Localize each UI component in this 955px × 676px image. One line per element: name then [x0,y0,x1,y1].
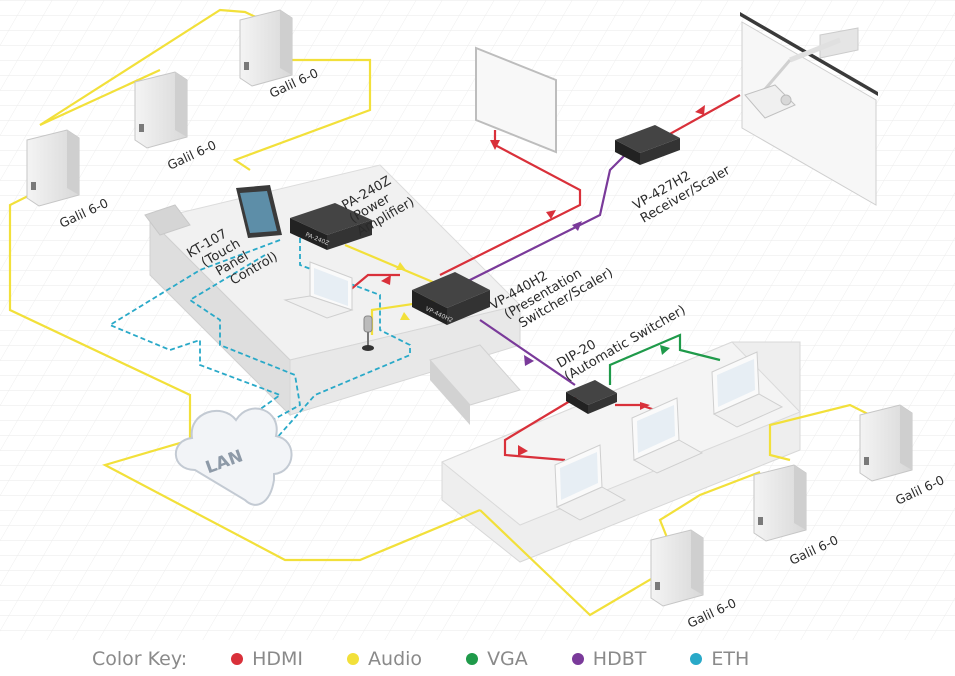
stage-laptop [283,261,354,319]
color-key: Color Key: HDMI Audio VGA HDBT ETH [0,642,955,676]
color-key-item-audio: Audio [347,648,422,670]
audio-dot [347,653,360,665]
hdmi-dot [231,653,244,665]
vga-dot [466,653,479,665]
arrowheads [381,105,705,456]
color-key-item-vga: VGA [466,648,528,670]
eth-dot [690,653,703,665]
lan-cloud: LAN [174,407,293,506]
display-monitor [475,46,557,154]
color-key-item-eth: ETH [690,648,749,670]
projection-screen [740,12,878,206]
vga-cables [608,333,721,385]
audience-floor [441,341,801,563]
color-key-item-hdbt: HDBT [571,648,646,670]
microphone [362,315,374,351]
hdbt-dot [571,653,584,665]
audience-laptop-1 [554,444,627,521]
hdbt-cables [459,154,626,386]
color-key-title: Color Key: [92,648,188,670]
audience-laptop-3 [711,351,784,428]
color-key-item-hdmi: HDMI [231,648,303,670]
audience-laptop-2 [631,397,704,474]
